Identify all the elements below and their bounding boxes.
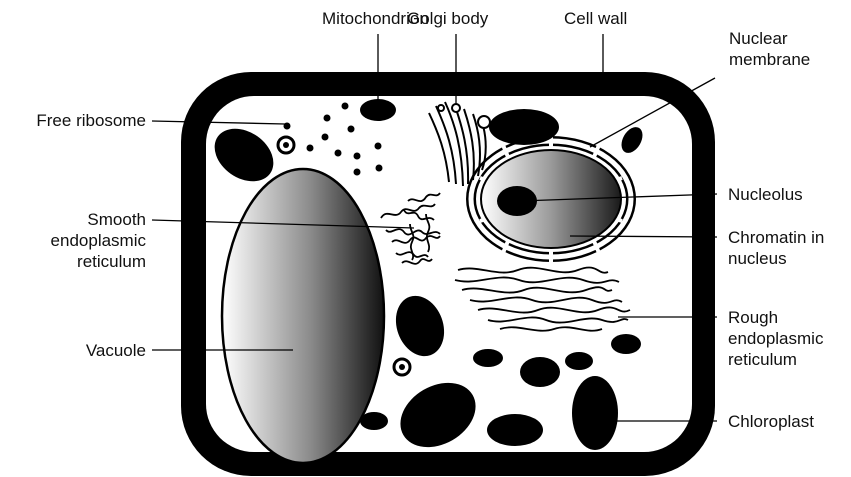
label-golgi-body: Golgi body: [407, 8, 488, 29]
chloroplast-shape: [473, 349, 503, 367]
label-nuclear-membrane: Nuclear membrane: [729, 28, 810, 70]
label-chloroplast: Chloroplast: [728, 411, 814, 432]
ringed-organelle: [278, 137, 294, 153]
chloroplast-shape: [487, 414, 543, 446]
label-rough-er: Rough endoplasmic reticulum: [728, 307, 823, 370]
chloroplast-shape: [489, 109, 559, 145]
vacuole: [222, 169, 384, 463]
mitochondrion-shape: [360, 99, 396, 121]
chloroplast-shape: [565, 352, 593, 370]
chloroplast-shape: [611, 334, 641, 354]
nucleus: [471, 133, 631, 265]
label-smooth-er: Smooth endoplasmic reticulum: [51, 209, 146, 272]
chloroplast-shape: [572, 376, 618, 450]
label-cell-wall: Cell wall: [564, 8, 627, 29]
ringed-organelle: [394, 359, 410, 375]
label-chromatin: Chromatin in nucleus: [728, 227, 824, 269]
chloroplast-shape: [520, 357, 560, 387]
label-free-ribosome: Free ribosome: [36, 110, 146, 131]
label-vacuole: Vacuole: [86, 340, 146, 361]
chloroplast-shape: [360, 412, 388, 430]
label-nucleolus: Nucleolus: [728, 184, 803, 205]
